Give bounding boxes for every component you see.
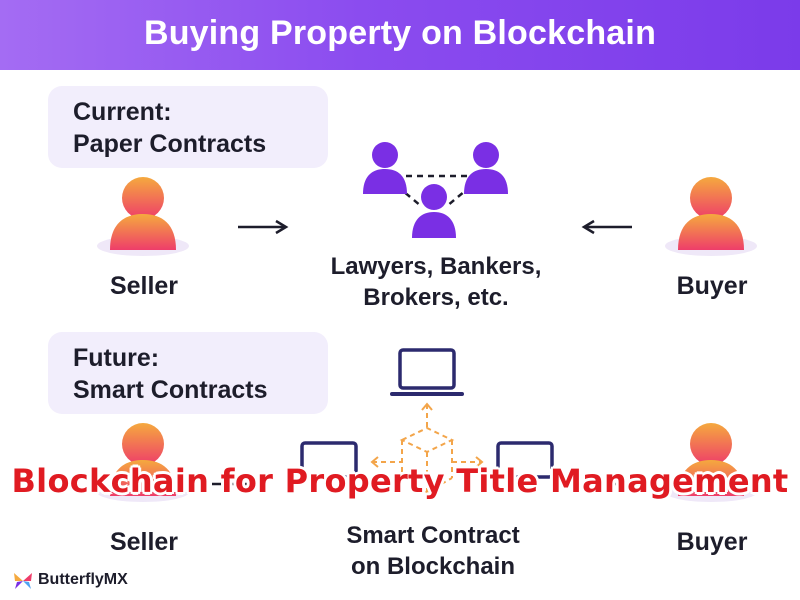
future-arrow-left-icon <box>597 476 644 492</box>
header-banner: Buying Property on Blockchain <box>0 0 800 70</box>
logo-text: ButterflyMX <box>38 571 128 588</box>
laptop-left-icon <box>300 441 358 479</box>
current-buyer-label: Buyer <box>676 272 748 300</box>
future-seller-person-icon <box>97 423 189 502</box>
current-heading-line2: Paper Contracts <box>73 130 267 158</box>
overlay-caption: Blockchain for Property Title Management <box>11 462 789 500</box>
current-section-heading: Current: Paper Contracts <box>48 86 328 168</box>
page-title: Buying Property on Blockchain <box>143 14 657 52</box>
current-seller-label: Seller <box>109 272 179 300</box>
intermediaries-group-icon <box>363 142 508 238</box>
future-section-heading: Future: Smart Contracts <box>48 332 328 414</box>
arrow-right-icon <box>238 219 289 235</box>
intermediaries-label-line2: Brokers, etc. <box>363 284 509 311</box>
laptop-top-icon <box>390 348 464 396</box>
seller-person-icon <box>97 177 189 256</box>
smart-contract-label: Smart Contract on Blockchain <box>283 520 583 582</box>
future-seller-label: Seller <box>109 528 179 556</box>
buyer-person-icon <box>665 177 757 256</box>
future-heading-line1: Future: <box>73 344 160 372</box>
future-buyer-label: Buyer <box>676 528 748 556</box>
butterfly-logo-icon <box>14 573 32 589</box>
intermediaries-label: Lawyers, Bankers, Brokers, etc. <box>286 251 586 313</box>
blockchain-cube-icon <box>370 402 484 494</box>
laptop-right-icon <box>496 441 554 479</box>
smart-contract-label-line2: on Blockchain <box>350 553 516 580</box>
future-buyer-person-icon <box>665 423 757 502</box>
intermediaries-label-line1: Lawyers, Bankers, <box>330 253 542 280</box>
current-heading-line1: Current: <box>73 98 172 126</box>
future-arrow-right-icon <box>212 476 259 492</box>
future-heading-line2: Smart Contracts <box>73 376 268 404</box>
arrow-left-icon <box>581 219 632 235</box>
smart-contract-label-line1: Smart Contract <box>346 522 520 549</box>
